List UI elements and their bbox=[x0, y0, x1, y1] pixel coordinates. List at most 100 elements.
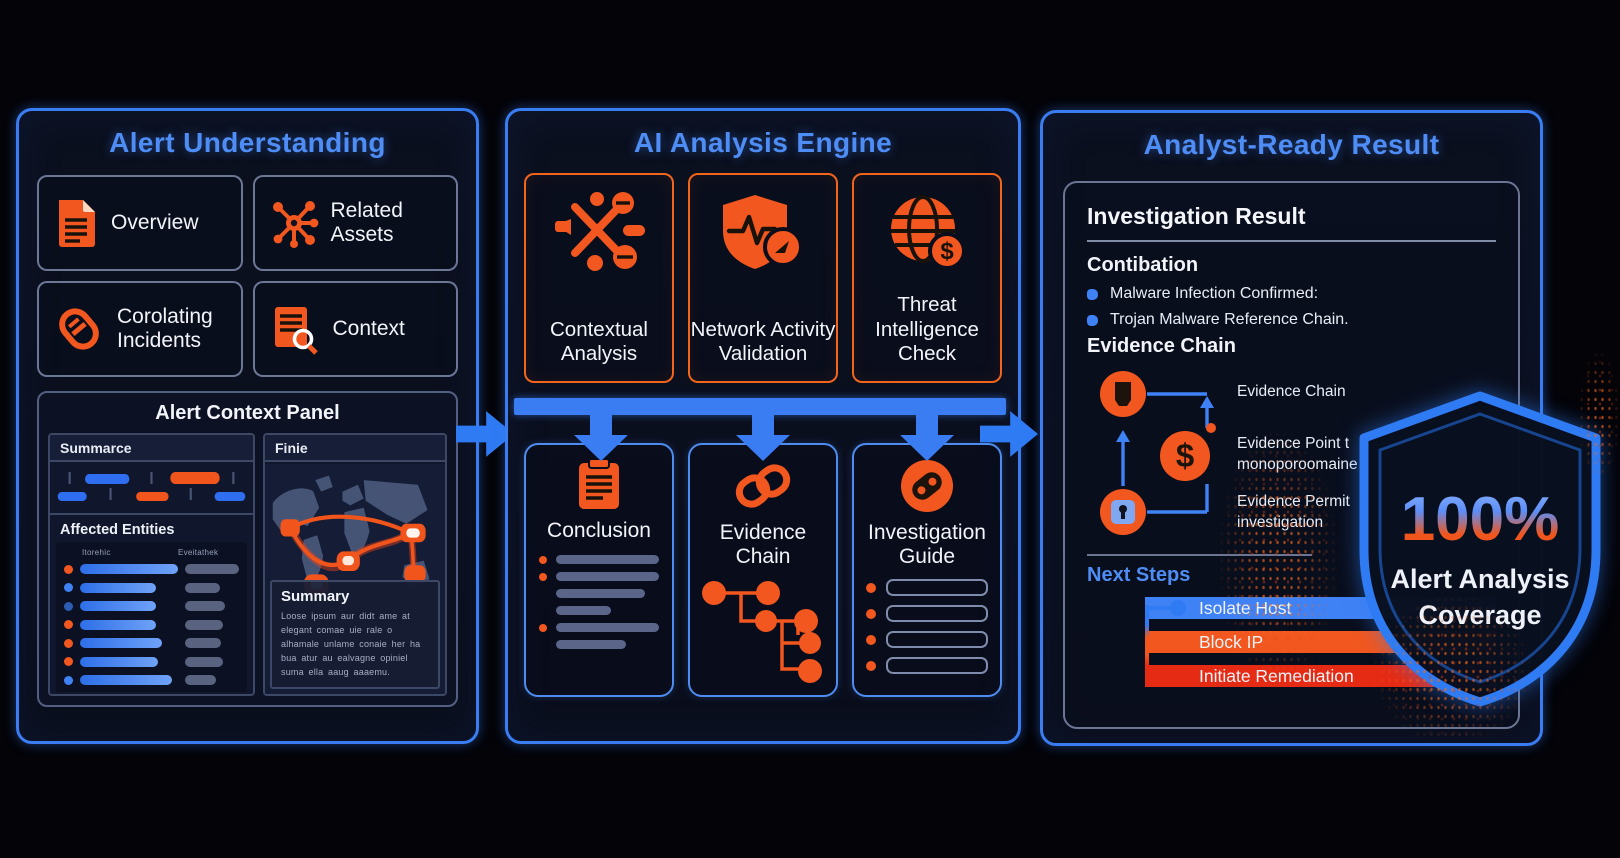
panel3-title: Analyst-Ready Result bbox=[1143, 129, 1440, 160]
connector-stub bbox=[1145, 640, 1171, 644]
guide-line bbox=[865, 657, 989, 675]
guide-lines bbox=[865, 579, 989, 675]
step-dot bbox=[1170, 668, 1186, 684]
evidence-chain-graphic: $ bbox=[1100, 371, 1216, 535]
svg-text:$: $ bbox=[1176, 437, 1194, 474]
entities-rows bbox=[64, 560, 239, 690]
coverage-line1: Alert Analysis bbox=[1390, 564, 1569, 594]
summary-box-text: Loose ipsum aur didt ame at elegant coma… bbox=[281, 611, 421, 678]
entity-status-dot bbox=[64, 675, 73, 685]
text-line-bar bbox=[556, 589, 645, 599]
understanding-card-grid: Overview Related Assets Corolating Incid… bbox=[37, 175, 458, 377]
entity-bar-secondary bbox=[185, 638, 221, 649]
card-network-activity-validation-label: Network Activity Validation bbox=[690, 317, 836, 366]
entity-bar-primary bbox=[80, 582, 157, 593]
coverage-percent: 100% bbox=[1401, 485, 1560, 554]
card-threat-intelligence-check: $ Threat Intelligence Check bbox=[852, 173, 1002, 383]
entity-row bbox=[64, 560, 239, 579]
text-line-outline-bar bbox=[885, 579, 989, 597]
entity-bar-primary bbox=[80, 564, 178, 575]
chain-link-icon bbox=[727, 457, 799, 515]
card-corolating-incidents-label: Corolating Incidents bbox=[117, 304, 213, 352]
text-line-outline-bar bbox=[885, 657, 989, 675]
contibation-title: Contibation bbox=[1087, 254, 1199, 276]
next-steps-title: Next Steps bbox=[1087, 564, 1191, 586]
card-overview: Overview bbox=[37, 175, 243, 271]
entity-status-dot bbox=[64, 620, 73, 630]
clipboard-icon bbox=[573, 457, 625, 513]
contextual-analysis-icon bbox=[553, 191, 645, 275]
card-evidence-chain-label: Evidence Chain bbox=[719, 521, 807, 569]
affected-entities-title: Affected Entities bbox=[60, 522, 175, 538]
network-nodes-icon bbox=[269, 198, 319, 248]
conclusion-line bbox=[539, 572, 659, 582]
summary-subpanel: Summarce Affected Entities bbox=[48, 433, 255, 696]
text-line-bar bbox=[556, 640, 626, 650]
down-arrow-icon bbox=[736, 413, 790, 461]
card-contextual-analysis: Contextual Analysis bbox=[524, 173, 674, 383]
circle-link-icon bbox=[898, 457, 956, 515]
entity-bar-secondary bbox=[185, 564, 239, 575]
entity-bar-secondary bbox=[185, 601, 225, 612]
panel1-title: Alert Understanding bbox=[109, 127, 386, 158]
contibation-bullets: Malware Infection Confirmed: Trojan Malw… bbox=[1087, 285, 1496, 329]
summary-subpanel-header: Summarce bbox=[50, 435, 253, 462]
conclusion-line bbox=[539, 589, 659, 599]
step-dot bbox=[1170, 634, 1186, 650]
summary-box: Summary Loose ipsum aur didt ame at eleg… bbox=[270, 580, 440, 689]
guide-line bbox=[865, 605, 989, 623]
bullet-text: Trojan Malware Reference Chain. bbox=[1110, 311, 1349, 328]
text-line-outline-bar bbox=[885, 631, 989, 649]
document-icon bbox=[53, 198, 99, 248]
connector-stub bbox=[1145, 606, 1171, 610]
entity-bar-secondary bbox=[185, 656, 223, 667]
entity-row bbox=[64, 579, 239, 598]
entity-row bbox=[64, 597, 239, 616]
bullet-dot bbox=[865, 660, 876, 671]
document-search-icon bbox=[269, 303, 321, 355]
svg-text:$: $ bbox=[940, 238, 954, 265]
card-related-assets: Related Assets bbox=[252, 175, 458, 271]
evidence-item-1: Evidence Chain bbox=[1237, 383, 1346, 400]
entity-bar-primary bbox=[80, 638, 163, 649]
map-subpanel: Finie bbox=[263, 433, 447, 696]
text-line-bar bbox=[556, 606, 612, 616]
panel-alert-understanding: Alert Understanding Overview Related Ass… bbox=[16, 108, 479, 744]
bullet-item: Trojan Malware Reference Chain. bbox=[1087, 311, 1496, 329]
card-related-assets-label: Related Assets bbox=[330, 198, 403, 246]
text-line-bar bbox=[556, 555, 659, 565]
entity-status-dot bbox=[64, 601, 73, 611]
bullet-text: Malware Infection Confirmed: bbox=[1110, 285, 1319, 302]
bullet-dot bbox=[1087, 288, 1098, 300]
conclusion-line bbox=[539, 640, 659, 650]
conclusion-line bbox=[539, 623, 659, 633]
bullet-item: Malware Infection Confirmed: bbox=[1087, 285, 1496, 303]
entity-bar-secondary bbox=[185, 619, 223, 630]
down-arrow-icon bbox=[900, 413, 954, 461]
entity-bar-primary bbox=[80, 675, 173, 686]
particle-spray bbox=[1578, 350, 1620, 480]
card-context: Context bbox=[252, 281, 458, 377]
down-arrow-icon bbox=[574, 413, 628, 461]
entity-bar-primary bbox=[80, 601, 157, 612]
card-conclusion-label: Conclusion bbox=[547, 519, 651, 542]
evidence-tree-graphic bbox=[694, 577, 832, 689]
investigation-result-title: Investigation Result bbox=[1087, 203, 1306, 229]
bullet-dot bbox=[1087, 314, 1098, 326]
entity-row bbox=[64, 671, 239, 690]
conclusion-line bbox=[539, 606, 659, 616]
entity-status-dot bbox=[64, 638, 73, 648]
card-investigation-guide: Investigation Guide bbox=[852, 443, 1002, 697]
guide-line bbox=[865, 579, 989, 597]
bullet-dot bbox=[539, 623, 548, 632]
bullet-dot bbox=[539, 572, 548, 581]
step-dot bbox=[1170, 600, 1186, 616]
entities-col1-label: Itorehic bbox=[82, 548, 111, 557]
globe-dollar-icon: $ bbox=[881, 191, 973, 275]
card-investigation-guide-label: Investigation Guide bbox=[868, 521, 986, 569]
card-contextual-analysis-label: Contextual Analysis bbox=[549, 317, 648, 366]
entity-status-dot bbox=[64, 657, 73, 667]
alert-context-panel: Alert Context Panel Summarce bbox=[37, 391, 458, 707]
card-corolating-incidents: Corolating Incidents bbox=[37, 281, 243, 377]
text-line-outline-bar bbox=[885, 605, 989, 623]
